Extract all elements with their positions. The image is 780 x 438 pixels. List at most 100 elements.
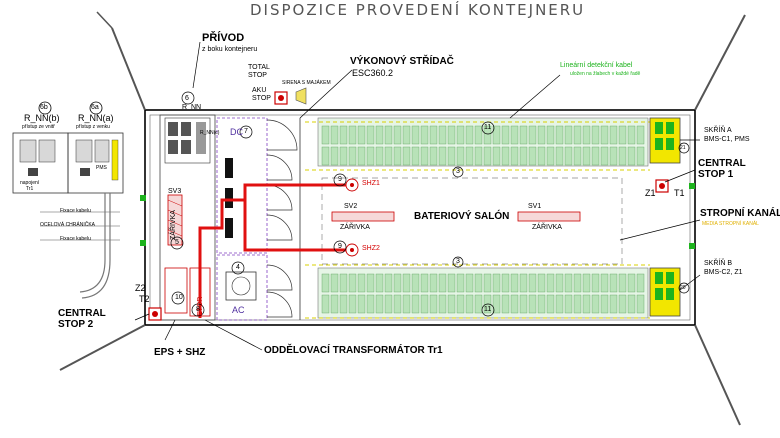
battery-module [528, 125, 537, 145]
battery-room-label: BATERIOVÝ SALÓN [414, 211, 510, 222]
left-panels [12, 101, 124, 299]
battery-module [591, 125, 600, 145]
total-stop-label: TOTAL STOP [248, 64, 270, 79]
battery-module [537, 146, 546, 166]
battery-module [582, 125, 591, 145]
battery-module [411, 125, 420, 145]
number-badges [170, 91, 690, 317]
battery-module [519, 125, 528, 145]
battery-module [402, 125, 411, 145]
door-right-bottom [694, 324, 741, 426]
battery-module [465, 146, 474, 166]
battery-module [483, 146, 492, 166]
battery-room [305, 117, 650, 319]
battery-module [375, 125, 384, 145]
battery-modules-bottom [321, 273, 645, 314]
battery-module [420, 273, 429, 293]
battery-module [492, 125, 501, 145]
badge-21: 21 [680, 145, 686, 151]
battery-module [492, 146, 501, 166]
battery-module [411, 146, 420, 166]
panel-b-subtitle: přístup ze vnitř [22, 124, 55, 130]
sirena-label: SIRENA S MAJÁKEM [282, 80, 331, 86]
z2-label: Z2 [135, 283, 146, 293]
battery-module [357, 294, 366, 314]
battery-module [609, 294, 618, 314]
shz-pipe-1 [198, 183, 346, 318]
battery-module [402, 146, 411, 166]
sv3-label: SV3 [168, 188, 182, 195]
battery-module [546, 294, 555, 314]
battery-module [429, 146, 438, 166]
battery-module [555, 146, 564, 166]
badge-4: 4 [236, 264, 240, 271]
battery-module [420, 125, 429, 145]
sv1-label: SV1 [528, 203, 542, 210]
badge-5: 5 [175, 239, 179, 246]
transformer-label: ODDĚLOVACÍ TRANSFORMÁTOR Tr1 [264, 345, 443, 356]
battery-module [438, 146, 447, 166]
battery-module [384, 273, 393, 293]
battery-module [573, 146, 582, 166]
battery-module [555, 294, 564, 314]
battery-module [411, 273, 420, 293]
battery-module [384, 146, 393, 166]
battery-module [519, 294, 528, 314]
battery-module [393, 273, 402, 293]
zarivka-label-1: ZÁŘIVKA [532, 224, 562, 231]
battery-module [582, 273, 591, 293]
battery-module [465, 125, 474, 145]
battery-module [492, 294, 501, 314]
battery-module [483, 125, 492, 145]
battery-module [393, 294, 402, 314]
battery-module [636, 273, 645, 293]
battery-module [366, 125, 375, 145]
page-title: DISPOZICE PROVEDENÍ KONTEJNERU [250, 1, 586, 19]
battery-module [402, 273, 411, 293]
battery-module [402, 294, 411, 314]
ocelova-label: OCELOVÁ CHRÁNIČKA [40, 222, 96, 228]
battery-module [609, 146, 618, 166]
r-nn-cabinet [164, 117, 211, 164]
battery-module [330, 294, 339, 314]
badge-10: 10 [175, 294, 183, 301]
panel-a-number: 6a [91, 104, 99, 111]
panel-a-badge [89, 101, 103, 115]
battery-module [465, 294, 474, 314]
badge-9a: 9 [338, 176, 342, 183]
panel-a-subtitle: přístup z venku [76, 124, 110, 130]
battery-module [573, 125, 582, 145]
battery-module [600, 125, 609, 145]
battery-module [528, 273, 537, 293]
pms-label: PMS [96, 165, 107, 171]
shz2-label: SHZ2 [362, 245, 380, 252]
battery-module [519, 146, 528, 166]
battery-module [618, 273, 627, 293]
battery-module [537, 294, 546, 314]
battery-module [438, 294, 447, 314]
battery-module [420, 146, 429, 166]
battery-module [348, 146, 357, 166]
battery-module [330, 273, 339, 293]
central-stop-2-label: CENTRAL STOP 2 [58, 308, 106, 330]
r-nn-c-label: R_NN(c) [200, 130, 220, 136]
battery-module [321, 146, 330, 166]
right-cabinets [140, 117, 695, 317]
battery-module [636, 146, 645, 166]
battery-module [411, 294, 420, 314]
battery-module [339, 273, 348, 293]
battery-module [510, 294, 519, 314]
battery-module [582, 146, 591, 166]
battery-module [537, 273, 546, 293]
battery-module [546, 125, 555, 145]
battery-module [564, 146, 573, 166]
battery-modules-top [321, 125, 645, 166]
battery-module [348, 294, 357, 314]
stropni-kanal-label: STROPNÍ KANÁL [700, 208, 780, 219]
skrin-b-label: SKŘÍŇ B [704, 260, 733, 267]
battery-module [555, 273, 564, 293]
leader-lines [134, 41, 701, 351]
battery-module [564, 125, 573, 145]
battery-module [330, 146, 339, 166]
battery-module [366, 273, 375, 293]
